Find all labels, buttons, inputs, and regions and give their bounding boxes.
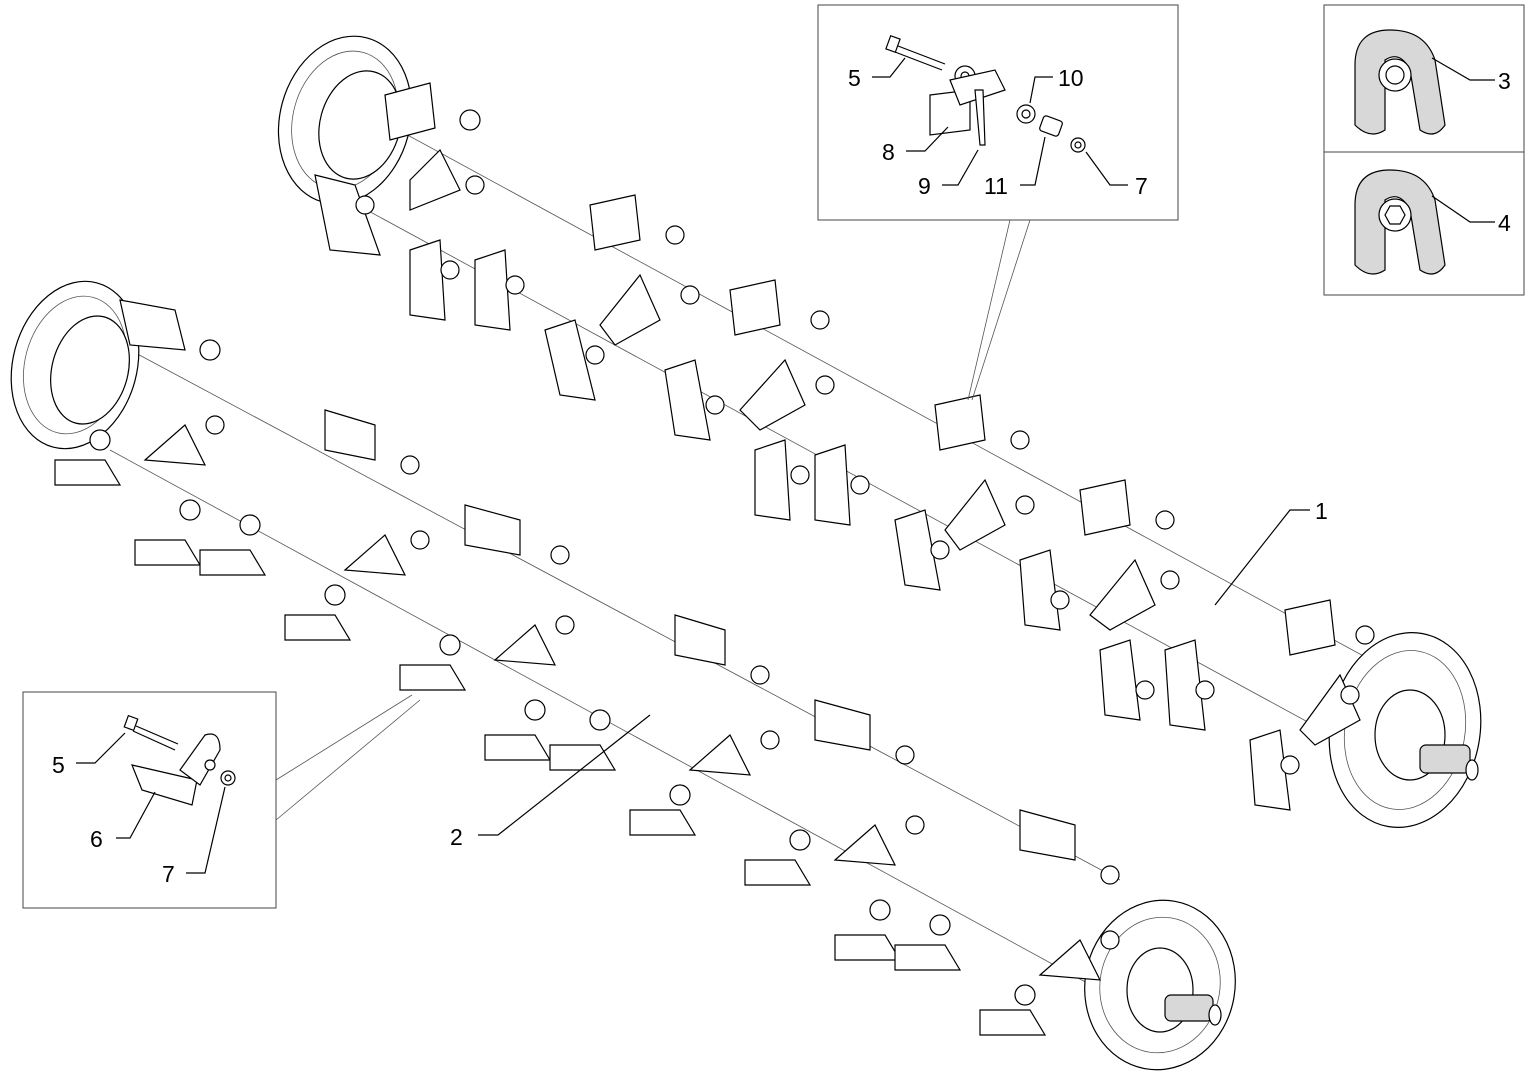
bolt-icon bbox=[885, 34, 946, 71]
callout-7-bottom: 7 bbox=[162, 861, 175, 887]
callout-11: 11 bbox=[984, 173, 1008, 199]
detail-box-rotor-2-blade: 5 6 7 bbox=[22, 691, 421, 909]
detail-box-bearing-4: 4 bbox=[1323, 151, 1525, 296]
rotor-2-blades bbox=[54, 299, 1120, 1036]
callout-2: 2 bbox=[450, 824, 463, 850]
leader-1 bbox=[1214, 509, 1310, 606]
callout-8: 8 bbox=[882, 139, 895, 165]
rotor-1-left-flange bbox=[277, 35, 413, 205]
callout-3: 3 bbox=[1498, 68, 1511, 94]
callout-4: 4 bbox=[1498, 210, 1511, 236]
callout-5-top: 5 bbox=[848, 65, 861, 91]
flail-blade-icon bbox=[131, 733, 221, 806]
bolt-icon bbox=[123, 714, 179, 751]
detail-box-bearing-3: 3 bbox=[1323, 4, 1525, 153]
rotor-2-right-flange bbox=[1084, 899, 1236, 1071]
callout-7-top: 7 bbox=[1135, 173, 1148, 199]
callout-5-bottom: 5 bbox=[52, 752, 65, 778]
callout-10: 10 bbox=[1058, 65, 1084, 91]
callout-9: 9 bbox=[918, 173, 931, 199]
rotor-2-left-flange bbox=[10, 280, 140, 450]
rotor-1-blades bbox=[314, 82, 1375, 811]
callout-1: 1 bbox=[1315, 498, 1328, 524]
rotor-1-right-flange bbox=[1328, 632, 1482, 828]
rotor-2 bbox=[10, 280, 1236, 1071]
detail-box-rotor-1-blade: 5 8 9 10 11 7 bbox=[817, 4, 1179, 401]
bushing-icon bbox=[1039, 115, 1063, 137]
callout-6: 6 bbox=[90, 826, 103, 852]
blade-assembly-icon bbox=[929, 69, 1006, 146]
rotor-1 bbox=[277, 35, 1482, 828]
leader-2 bbox=[478, 714, 651, 836]
